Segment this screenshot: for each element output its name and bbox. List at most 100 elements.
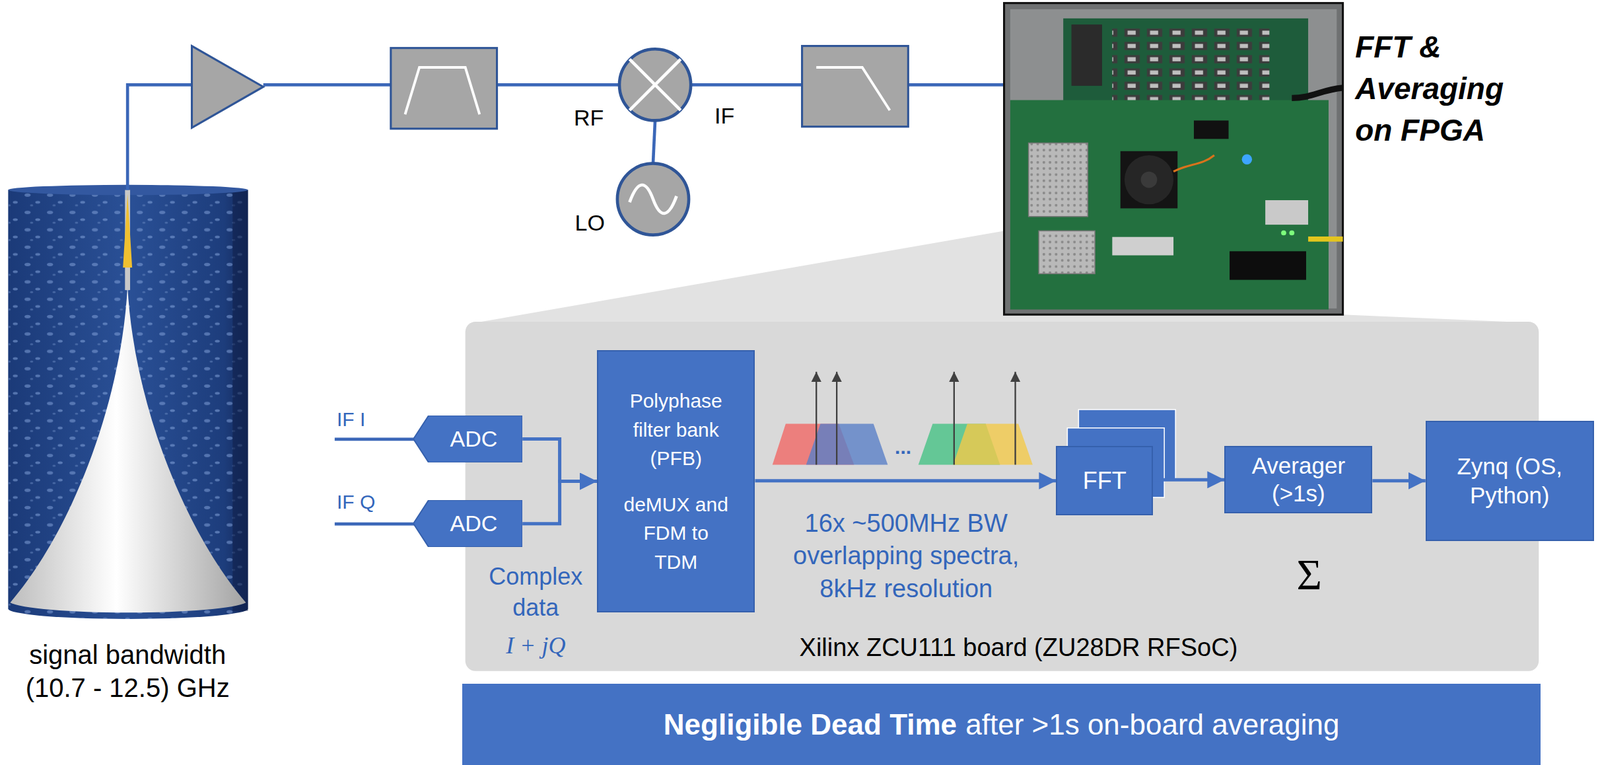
zynq-block: Zynq (OS, Python) xyxy=(1425,420,1595,541)
zoom-wedge xyxy=(475,230,1531,323)
node-text: Negligible Dead Time xyxy=(663,707,957,741)
resonant-cavity xyxy=(7,183,248,623)
fpga-board-photo xyxy=(1124,155,1174,205)
resonant-cavity xyxy=(122,194,133,268)
signal-lead xyxy=(334,437,416,441)
fpga-board-photo xyxy=(1291,87,1343,98)
fpga-board-photo xyxy=(1028,142,1089,216)
node-text: Averager (>1s) xyxy=(1237,451,1359,508)
fpga-board-photo xyxy=(1242,153,1253,164)
node-text: Zynq (OS, Python) xyxy=(1442,451,1577,510)
signal-connector xyxy=(754,478,1056,483)
board-panel: Xilinx ZCU111 board (ZU28DR RFSoC)ADCADC… xyxy=(465,321,1540,671)
signal-connector xyxy=(1152,478,1225,482)
fpga-board-photo xyxy=(1173,155,1215,172)
amplifier-symbol xyxy=(192,46,264,129)
fpga-board-photo xyxy=(1281,230,1287,236)
fpga-board-photo xyxy=(1010,100,1329,310)
board-panel-ground xyxy=(465,321,1540,671)
adc-block: ADC xyxy=(413,415,523,463)
signal-connector xyxy=(1372,478,1426,483)
fpga-board-photo xyxy=(1063,18,1309,113)
signal-name: IF I xyxy=(336,407,366,432)
signal-connector xyxy=(522,481,597,524)
board-panel-ground xyxy=(465,321,1540,671)
board-caption: FFT & Averaging on FPGA xyxy=(1355,26,1521,152)
node-text: FFT xyxy=(1082,466,1127,495)
pfb-block: Polyphase filter bank (PFB) deMUX and FDM… xyxy=(596,349,756,613)
fpga-board-photo xyxy=(1004,3,1344,315)
averager-block: Averager (>1s) xyxy=(1224,445,1373,514)
spectrum-sketch xyxy=(772,371,1033,465)
mixer-symbol xyxy=(629,59,681,111)
port-label: IF xyxy=(714,101,735,129)
fpga-board-photo xyxy=(1071,24,1103,86)
fpga-board-photo xyxy=(1308,236,1344,242)
fpga-board-photo xyxy=(1229,250,1307,280)
sum-symbol: Σ xyxy=(1296,548,1322,601)
oscillator-symbol xyxy=(629,184,677,214)
bandpass-filter-symbol xyxy=(390,48,498,129)
spectrum-sketch xyxy=(815,371,817,465)
fft-block: FFT xyxy=(1055,445,1153,516)
node-text: Xilinx ZCU111 board (ZU28DR RFSoC) xyxy=(799,632,1239,663)
fpga-board-photo xyxy=(1112,237,1174,256)
node-text: ADC xyxy=(450,509,498,537)
mixer-symbol xyxy=(619,48,691,121)
spectrum-sketch xyxy=(816,371,1015,465)
oscillator-symbol xyxy=(617,163,689,235)
spectra-note: 16x ~500MHz BW overlapping spectra, 8kHz… xyxy=(780,507,1032,605)
rf-chain-wire xyxy=(497,83,620,87)
resonant-cavity xyxy=(7,183,248,623)
zoom-wedge xyxy=(475,230,1531,323)
lowpass-filter-symbol xyxy=(802,46,909,127)
rf-chain-wire xyxy=(263,83,391,87)
mixer-symbol xyxy=(619,48,691,121)
spectrum-sketch xyxy=(806,423,889,465)
adc-shape xyxy=(413,415,523,463)
node-text: after >1s on-board averaging xyxy=(965,707,1340,741)
fpga-board-photo xyxy=(1120,151,1179,209)
port-label: RF xyxy=(573,103,604,131)
signal-name: IF Q xyxy=(336,489,376,514)
data-note: Complex data xyxy=(476,561,595,624)
rf-chain-wire xyxy=(127,80,1068,190)
signal-lead xyxy=(334,522,416,526)
node-text: deMUX and FDM to TDM xyxy=(620,489,732,577)
resonant-cavity xyxy=(9,285,246,613)
fpga-board-photo xyxy=(1193,120,1229,139)
lowpass-filter-symbol xyxy=(802,46,909,127)
math-expression: I + jQ xyxy=(505,631,566,661)
rf-chain-wire xyxy=(690,83,802,87)
fpga-board-photo xyxy=(1288,230,1295,236)
signal-connector xyxy=(522,438,597,481)
dead-time-banner: Negligible Dead Timeafter >1s on-board a… xyxy=(462,683,1541,765)
spectrum-sketch xyxy=(835,371,838,465)
amplifier-symbol xyxy=(192,46,264,129)
resonant-cavity xyxy=(232,190,248,611)
fpga-board-photo xyxy=(1141,171,1158,189)
caption-text: signal bandwidth (10.7 - 12.5) GHz xyxy=(11,637,244,704)
bandpass-filter-symbol xyxy=(390,48,498,129)
oscillator-symbol xyxy=(617,163,689,235)
lowpass-filter-symbol xyxy=(816,67,890,111)
fpga-board-photo xyxy=(1004,3,1344,315)
rf-chain-wire xyxy=(127,84,192,190)
fpga-board-photo xyxy=(1038,230,1095,274)
port-label: LO xyxy=(574,208,605,236)
node-text: ADC xyxy=(450,425,498,453)
fpga-board-photo xyxy=(1265,200,1309,225)
fpga-board-photo xyxy=(1112,26,1270,102)
ellipsis-mark: ... xyxy=(894,435,912,459)
adc-shape xyxy=(413,499,523,547)
node-text: Polyphase filter bank (PFB) xyxy=(620,386,732,473)
spectrum-sketch xyxy=(1014,371,1016,465)
rf-chain-wire xyxy=(653,120,656,164)
adc-block: ADC xyxy=(413,499,523,547)
spectrum-sketch xyxy=(953,371,955,465)
spectrum-sketch xyxy=(952,423,1033,465)
signal-lead xyxy=(334,439,416,524)
mixer-symbol xyxy=(629,59,681,111)
bandpass-filter-symbol xyxy=(404,67,480,115)
